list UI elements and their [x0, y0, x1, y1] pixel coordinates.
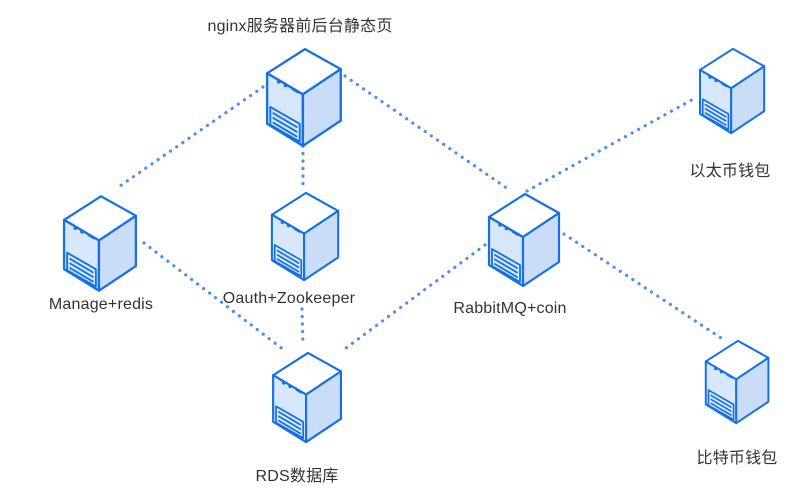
edge-nginx-manage-redis: [118, 85, 265, 188]
node-label-eth-wallet: 以太币钱包: [689, 163, 771, 180]
server-icon: [265, 47, 342, 148]
server-icon: [698, 47, 766, 135]
node-label-btc-wallet: 比特币钱包: [696, 450, 778, 467]
edge-oauth-zookeeper-rds-db: [300, 307, 305, 348]
edge-rabbitmq-coin-btc-wallet: [562, 232, 723, 340]
diagram-node-rabbitmq-coin[interactable]: [487, 192, 563, 293]
edge-rabbitmq-coin-eth-wallet: [525, 95, 699, 193]
diagram-node-manage-redis[interactable]: [62, 194, 140, 298]
edge-rabbitmq-coin-rds-db: [344, 243, 487, 350]
diagram-node-rds-db[interactable]: [271, 351, 345, 449]
server-icon: [62, 195, 138, 292]
server-icon: [272, 351, 343, 444]
node-label-manage-redis: Manage+redis: [48, 296, 154, 313]
diagram-node-eth-wallet[interactable]: [698, 47, 768, 140]
diagram-node-oauth-zookeeper[interactable]: [270, 191, 342, 287]
diagram-node-nginx[interactable]: [265, 47, 345, 153]
node-label-rds-db: RDS数据库: [255, 468, 339, 485]
server-icon: [704, 339, 770, 425]
edge-manage-redis-rds-db: [142, 241, 286, 352]
node-label-oauth-zookeeper: Oauth+Zookeeper: [222, 290, 356, 307]
diagram-node-btc-wallet[interactable]: [704, 339, 772, 430]
node-label-rabbitmq-coin: RabbitMQ+coin: [453, 300, 567, 317]
server-icon: [270, 191, 340, 282]
server-icon: [487, 192, 561, 288]
edge-nginx-rabbitmq-coin: [343, 74, 510, 191]
node-label-nginx: nginx服务器前后台静态页: [207, 18, 393, 35]
